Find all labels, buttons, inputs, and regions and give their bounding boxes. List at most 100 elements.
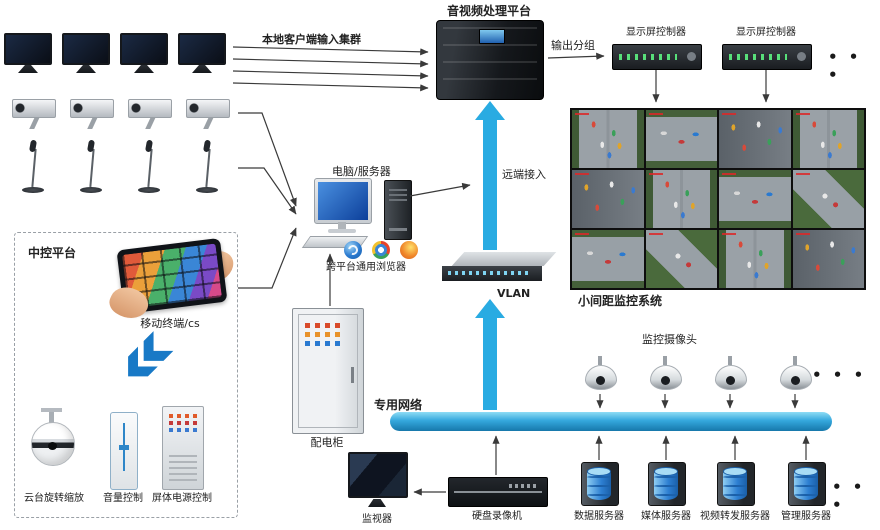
network-label: 专用网络 [374,398,423,412]
arrow-tablet-to-pc [238,227,297,289]
display-controller [612,44,702,70]
dome-lens-icon [661,376,670,385]
ellipsis-servers: • • • [832,478,866,514]
mic-capsule-icon [145,139,153,153]
browser-label: 跨平台通用浏览器 [326,262,406,273]
output-group-label: 输出分组 [551,39,595,52]
wall-cell [792,110,864,168]
cctv-camera [182,96,234,132]
monitor-label: 监视器 [362,514,392,525]
dome-lens-icon [596,376,605,385]
dome-lens-icon [726,376,735,385]
ellipsis-controllers: • • • [828,48,862,84]
database-icon [794,467,818,500]
av-processing-server [436,20,544,100]
remote-access-arrow [475,101,505,250]
mic-capsule-icon [203,139,211,153]
pc-monitor [314,178,372,224]
cctv-camera [8,96,60,132]
screen-power-label: 屏体电源控制 [152,493,212,504]
ptz-mount [41,408,62,423]
central-control-label: 中控平台 [28,246,77,260]
pc-stand [338,222,346,229]
distribution-cabinet [292,308,364,434]
arrow-mics-to-pc [238,167,297,215]
arrow-pc-to-remote [409,182,471,197]
desktop-pc [301,178,412,250]
ptz-camera [28,408,76,468]
wall-cell [792,170,864,228]
arrow-cams-to-pc [238,112,297,207]
data-server [577,462,621,508]
local-input-label: 本地客户端输入集群 [262,33,361,46]
wall-cell [572,110,644,168]
gooseneck-mic [192,139,222,194]
screen-power-cabinet [162,406,204,490]
dome-camera [647,356,683,392]
arrow-output-group [547,52,605,60]
arrow-client-4 [232,82,429,92]
management-server-label: 管理服务器 [781,511,831,522]
video-wall-label: 小间距监控系统 [578,294,663,308]
dome-lens-icon [791,376,800,385]
cabinet-label: 配电柜 [310,436,344,449]
database-icon [654,467,678,500]
display-controller [722,44,812,70]
mic-capsule-icon [29,139,37,153]
vlan-label: VLAN [497,287,531,300]
volume-panel [110,412,138,490]
wall-cell [645,110,717,168]
dome-camera [777,356,813,392]
client-monitor [120,33,168,75]
wall-cell [645,230,717,288]
surveillance-monitor [348,452,410,512]
wall-cell [719,230,791,288]
mic-capsule-icon [87,139,95,153]
volume-label: 音量控制 [103,493,143,504]
management-server [784,462,828,508]
video-forward-server-label: 视频转发服务器 [700,511,770,522]
ellipsis-cameras: • • • [812,366,867,384]
vlan-switch [442,252,557,284]
platform-label: 音视频处理平台 [446,4,531,18]
dvr [448,477,548,507]
arrow-client-2 [232,58,429,68]
data-server-label: 数据服务器 [574,511,624,522]
mobile-terminal-label: 移动终端/cs [140,317,200,330]
firefox-browser-icon [400,241,418,259]
ie-browser-icon [344,241,362,259]
cams-label: 监控摄像头 [642,333,697,346]
remote-access-label: 远端接入 [502,168,546,181]
pc-base [328,229,356,233]
ptz-dome [31,422,75,466]
dome-camera [712,356,748,392]
display-controller-label: 显示屏控制器 [626,27,686,38]
gooseneck-mic [76,139,106,194]
pc-label: 电脑/服务器 [332,165,391,178]
network-uplink-arrow [475,299,505,410]
wall-cell [719,110,791,168]
video-forward-server [713,462,757,508]
media-server [644,462,688,508]
central-control-box [14,232,238,518]
client-monitor [178,33,226,75]
vlan-switch-top [451,252,557,266]
wall-cell [572,230,644,288]
database-icon [587,467,611,500]
wall-cell [719,170,791,228]
pc-tower [384,180,412,240]
arrow-client-3 [232,70,429,80]
media-server-label: 媒体服务器 [641,511,691,522]
client-monitor [4,33,52,75]
ptz-label: 云台旋转缩放 [24,493,84,504]
browser-icons [344,241,420,261]
cctv-camera [124,96,176,132]
dome-camera [582,356,618,392]
display-controller-label: 显示屏控制器 [736,27,796,38]
chrome-browser-icon [372,241,390,259]
gooseneck-mic [18,139,48,194]
cctv-camera [66,96,118,132]
database-icon [723,467,747,500]
cabinet-handle [351,367,354,383]
